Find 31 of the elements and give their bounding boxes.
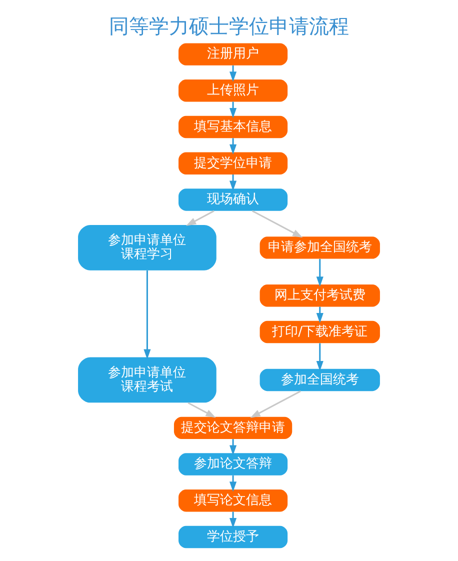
arrow: [144, 270, 151, 360]
node-box: 参加申请单位课程考试: [78, 357, 216, 403]
node-box: 学位授予: [178, 526, 288, 548]
arrow: [250, 390, 301, 418]
arrow: [230, 512, 237, 528]
node-box: 参加全国统考: [260, 368, 380, 392]
arrow: [230, 138, 237, 154]
arrow: [230, 174, 237, 191]
arrow: [188, 402, 216, 418]
arrow: [316, 306, 324, 324]
node-box: 提交论文答辩申请: [174, 416, 292, 440]
node-box: 打印/下载准考证: [260, 320, 380, 344]
node-box: 填写基本信息: [178, 116, 288, 138]
arrow: [230, 439, 237, 456]
node-box: 上传照片: [178, 80, 288, 102]
arrow: [186, 210, 214, 226]
arrow: [316, 343, 324, 372]
node-box: 网上支付考试费: [260, 284, 380, 307]
node-box: 注册用户: [178, 43, 288, 66]
node-box: 填写论文信息: [178, 490, 288, 512]
node-box: 参加申请单位课程学习: [78, 224, 216, 270]
diagram-title: 同等学力硕士学位申请流程: [109, 14, 349, 38]
arrow: [316, 258, 324, 287]
arrow: [230, 65, 237, 82]
node-box: 提交学位申请: [178, 152, 288, 174]
node-box: 参加论文答辩: [178, 453, 288, 476]
node-box: 申请参加全国统考: [260, 236, 380, 259]
arrow: [252, 210, 303, 238]
node-box: 现场确认: [178, 188, 288, 211]
arrow: [230, 102, 237, 118]
arrow: [230, 475, 237, 492]
